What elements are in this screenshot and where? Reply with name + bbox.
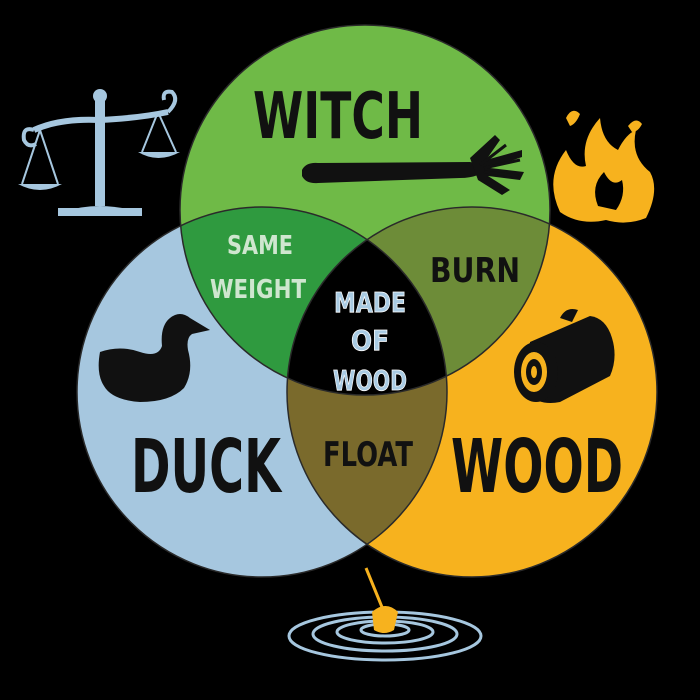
log-icon [514, 309, 615, 403]
duck-outline [76, 206, 448, 578]
label-wood-center: WOOD [333, 364, 407, 397]
set-label-witch: WITCH [253, 80, 423, 154]
set-label-duck: DUCK [131, 424, 283, 510]
witch-outline [179, 24, 551, 396]
broom-icon [302, 135, 524, 195]
wood-outline [286, 206, 658, 578]
balance-scale-icon [18, 89, 180, 216]
duck-silhouette-icon [98, 314, 210, 402]
label-of: OF [351, 324, 389, 357]
region-center [287, 207, 447, 395]
fire-icon [553, 110, 655, 223]
label-float: FLOAT [323, 435, 414, 475]
label-same: SAME [227, 231, 293, 261]
set-label-wood: WOOD [451, 424, 623, 510]
label-made: MADE [334, 286, 406, 319]
label-burn: BURN [430, 251, 520, 291]
label-weight: WEIGHT [210, 275, 306, 305]
fishing-float-icon [364, 567, 398, 633]
